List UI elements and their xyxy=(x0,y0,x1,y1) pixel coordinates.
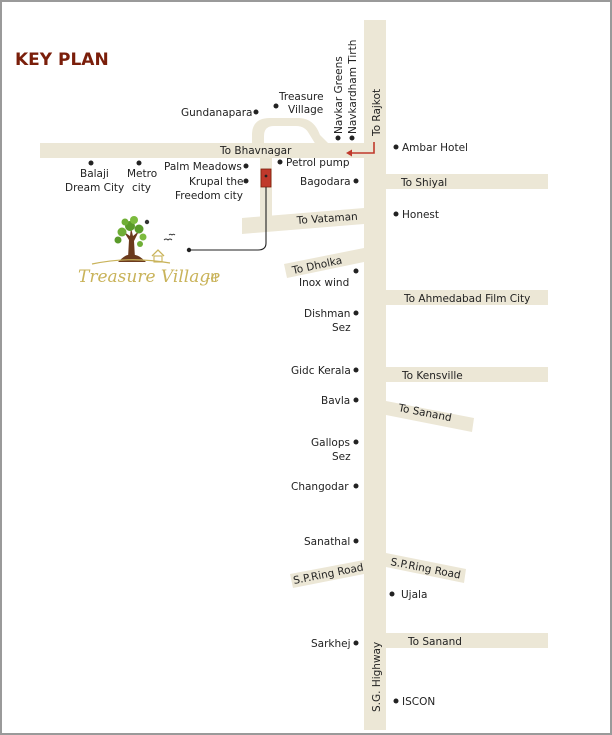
logo-name: Treasure Village xyxy=(78,267,220,287)
dot-navkar-greens xyxy=(335,135,341,141)
road-shiyal xyxy=(386,174,548,189)
label-sanathal: Sanathal xyxy=(304,536,350,548)
treasure-village-logo: Treasure Village -II xyxy=(78,216,220,287)
label-to-kensville: To Kensville xyxy=(401,370,463,382)
dot-changodar xyxy=(353,483,359,489)
dot-gundanapara xyxy=(253,109,259,115)
dot-bagodara xyxy=(353,178,359,184)
dot-metro-city xyxy=(136,160,142,166)
dot-dishman xyxy=(353,310,359,316)
dot-gidc-kerala xyxy=(353,367,359,373)
label-bavla: Bavla xyxy=(321,395,350,407)
label-ambar-hotel: Ambar Hotel xyxy=(402,142,468,154)
direction-arrow xyxy=(346,142,375,157)
dot-krupal xyxy=(243,178,249,184)
map-title: KEY PLAN xyxy=(15,50,109,70)
house-icon xyxy=(151,249,165,263)
dot-navkardham-tirth xyxy=(349,135,355,141)
label-inox-wind: Inox wind xyxy=(299,277,349,289)
landmark-dots xyxy=(88,103,399,704)
label-gallops-2: Sez xyxy=(332,451,351,463)
label-krupal-2: Freedom city xyxy=(175,190,243,202)
label-to-rajkot: To Rajkot xyxy=(371,89,383,137)
label-sarkhej: Sarkhej xyxy=(311,638,351,650)
connector-dot xyxy=(186,247,192,253)
label-palm-meadows: Palm Meadows xyxy=(164,161,242,173)
label-bagodara: Bagodara xyxy=(300,176,351,188)
road-loop xyxy=(252,118,330,145)
label-balaji-1: Balaji xyxy=(80,168,109,180)
dot-bavla xyxy=(353,397,359,403)
label-ujala: Ujala xyxy=(401,589,427,601)
label-gundanapara: Gundanapara xyxy=(181,107,253,119)
label-iscon: ISCON xyxy=(402,696,435,708)
connector-line xyxy=(190,187,267,251)
label-to-sanand-2: To Sanand xyxy=(407,636,462,648)
dot-balaji xyxy=(88,160,94,166)
label-navkardham-tirth: Navkardham Tirth xyxy=(347,40,359,134)
road-kensville xyxy=(386,367,548,382)
label-honest: Honest xyxy=(402,209,439,221)
road-network xyxy=(40,20,548,730)
project-location-marker xyxy=(260,168,272,188)
label-metro-1: Metro xyxy=(127,168,157,180)
label-treasure-village-2: Village xyxy=(288,104,323,116)
label-petrol-pump: Petrol pump xyxy=(286,157,350,169)
label-gidc-kerala: Gidc Kerala xyxy=(291,365,351,377)
road-sanand-2 xyxy=(386,633,548,648)
label-sg-highway: S.G. Highway xyxy=(371,642,383,712)
label-to-shiyal: To Shiyal xyxy=(400,177,447,189)
label-gallops-1: Gallops xyxy=(311,437,350,449)
logo-suffix: -II xyxy=(206,271,217,285)
label-to-vataman: To Vataman xyxy=(295,211,358,227)
label-to-film-city: To Ahmedabad Film City xyxy=(403,293,530,305)
label-metro-2: city xyxy=(132,182,151,194)
road-sp-ring-left xyxy=(290,560,364,588)
road-sg-highway xyxy=(364,20,386,730)
dot-sarkhej xyxy=(353,640,359,646)
dot-gallops xyxy=(353,439,359,445)
dot-honest xyxy=(393,211,399,217)
label-dishman-1: Dishman xyxy=(304,308,350,320)
road-film-city xyxy=(386,290,548,305)
label-balaji-2: Dream City xyxy=(65,182,124,194)
dot-ambar-hotel xyxy=(393,144,399,150)
dot-petrol-pump xyxy=(277,159,283,165)
road-vataman xyxy=(242,208,364,234)
dot-treasure-village xyxy=(273,103,279,109)
label-changodar: Changodar xyxy=(291,481,349,493)
label-navkar-greens: Navkar Greens xyxy=(333,56,345,134)
birds-icon xyxy=(163,233,176,241)
road-dholka xyxy=(284,248,364,278)
dot-sanathal xyxy=(353,538,359,544)
label-krupal-1: Krupal the xyxy=(189,176,243,188)
road-sanand-1 xyxy=(386,401,474,432)
label-to-bhavnagar: To Bhavnagar xyxy=(219,145,292,157)
dot-inox-wind xyxy=(353,268,359,274)
road-sp-ring-right xyxy=(386,553,466,583)
dot-ujala xyxy=(389,591,395,597)
dot-palm-meadows xyxy=(243,163,249,169)
road-bhavnagar xyxy=(40,143,374,158)
label-treasure-village-1: Treasure xyxy=(278,91,324,103)
label-dishman-2: Sez xyxy=(332,322,351,334)
dot-iscon xyxy=(393,698,399,704)
